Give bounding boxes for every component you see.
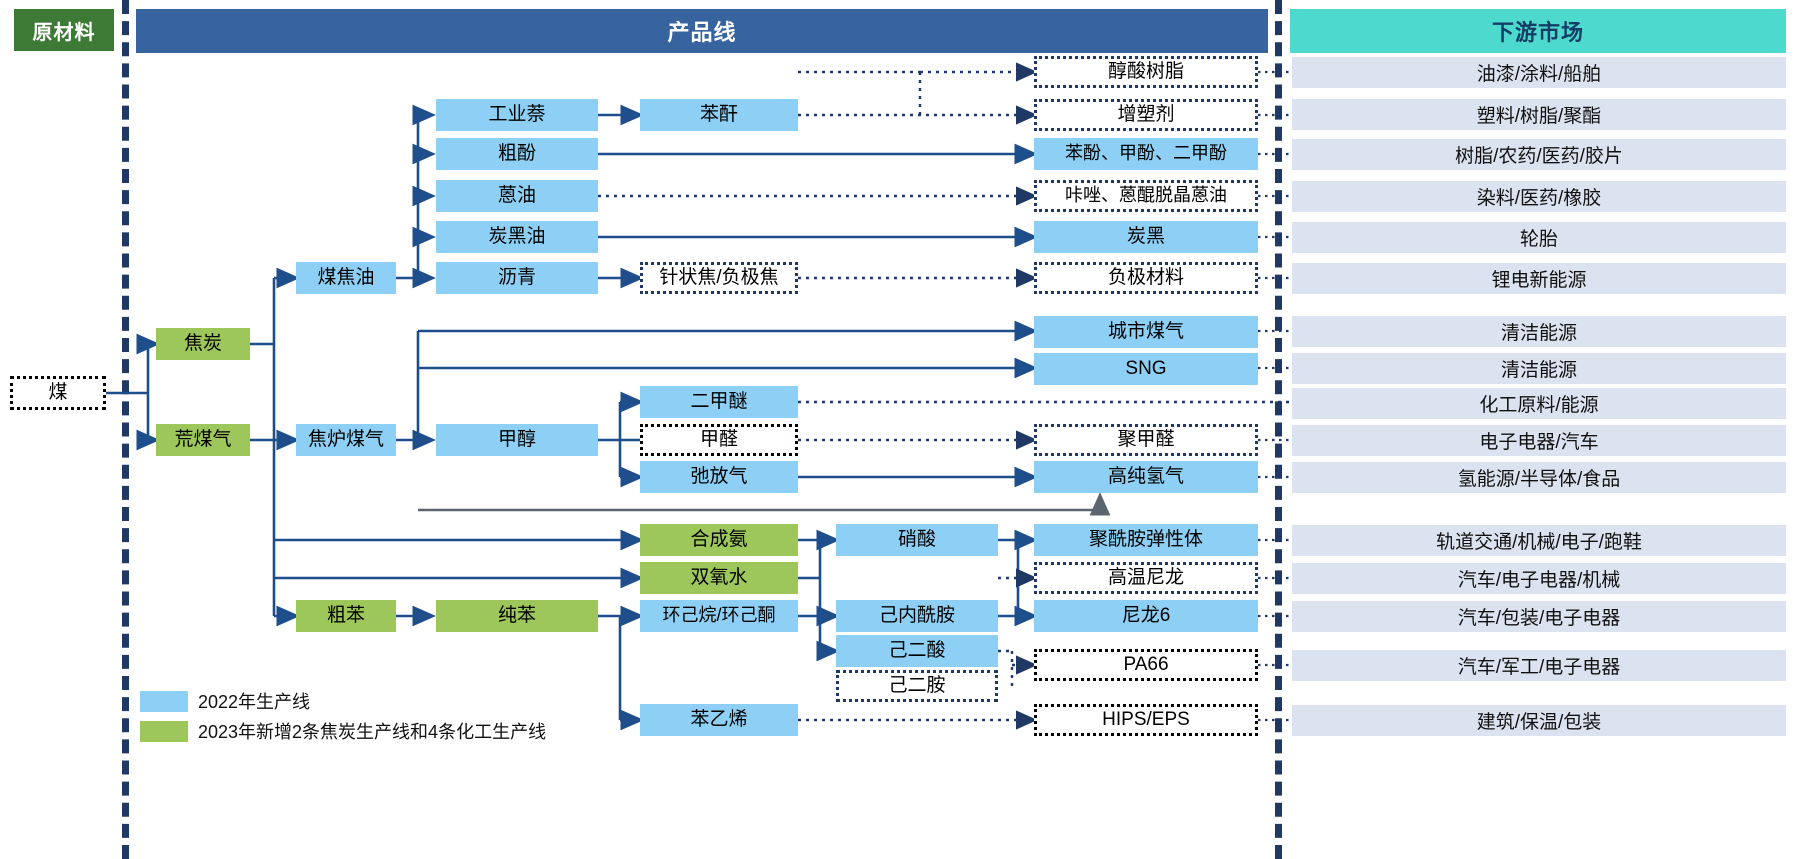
market-row: 汽车/包装/电子电器 <box>1292 601 1786 632</box>
node-caprolactam[interactable]: 己内酰胺 <box>836 600 998 632</box>
legend-swatch-blue <box>140 690 188 712</box>
node-polyoxymethylene[interactable]: 聚甲醛 <box>1034 424 1258 456</box>
legend-label-2022: 2022年生产线 <box>198 692 311 712</box>
legend-item-2023: 2023年新增2条焦炭生产线和4条化工生产线 <box>140 718 546 744</box>
market-row: 清洁能源 <box>1292 316 1786 347</box>
node-cyclohexane-cyclohexanone[interactable]: 环己烷/环己酮 <box>640 600 798 632</box>
market-row: 染料/医药/橡胶 <box>1292 181 1786 212</box>
market-row: 汽车/军工/电子电器 <box>1292 650 1786 681</box>
node-nylon6[interactable]: 尼龙6 <box>1034 600 1258 632</box>
node-anthracene-oil[interactable]: 蒽油 <box>436 180 598 212</box>
market-row: 氢能源/半导体/食品 <box>1292 462 1786 493</box>
node-phenol-cresol-xylenol[interactable]: 苯酚、甲酚、二甲酚 <box>1034 138 1258 170</box>
header-product-line: 产品线 <box>136 9 1268 53</box>
node-dimethyl-ether[interactable]: 二甲醚 <box>640 386 798 418</box>
market-row: 汽车/电子电器/机械 <box>1292 563 1786 594</box>
node-hips-eps[interactable]: HIPS/EPS <box>1034 704 1258 736</box>
node-pure-benzene[interactable]: 纯苯 <box>436 600 598 632</box>
market-row: 塑料/树脂/聚酯 <box>1292 99 1786 130</box>
node-phthalic-anhydride[interactable]: 苯酐 <box>640 99 798 131</box>
node-adipic-acid[interactable]: 己二酸 <box>836 635 998 667</box>
node-high-temperature-nylon[interactable]: 高温尼龙 <box>1034 562 1258 594</box>
node-coal[interactable]: 煤 <box>10 376 106 410</box>
node-city-gas[interactable]: 城市煤气 <box>1034 316 1258 348</box>
node-carbon-black[interactable]: 炭黑 <box>1034 221 1258 253</box>
node-coke-oven-gas[interactable]: 焦炉煤气 <box>296 424 396 456</box>
node-needle-coke[interactable]: 针状焦/负极焦 <box>640 262 798 294</box>
separator-left <box>122 0 129 859</box>
node-crude-benzene[interactable]: 粗苯 <box>296 600 396 632</box>
market-row: 清洁能源 <box>1292 353 1786 384</box>
node-purge-gas[interactable]: 弛放气 <box>640 461 798 493</box>
node-formaldehyde[interactable]: 甲醛 <box>640 424 798 456</box>
node-methanol[interactable]: 甲醇 <box>436 424 598 456</box>
node-hexamethylenediamine[interactable]: 己二胺 <box>836 670 998 702</box>
node-industrial-naphthalene[interactable]: 工业萘 <box>436 99 598 131</box>
node-raw-coke-oven-gas[interactable]: 荒煤气 <box>156 424 250 456</box>
legend-swatch-green <box>140 720 188 742</box>
market-row: 树脂/农药/医药/胶片 <box>1292 139 1786 170</box>
legend: 2022年生产线 2023年新增2条焦炭生产线和4条化工生产线 <box>140 688 546 748</box>
node-hydrogen-peroxide[interactable]: 双氧水 <box>640 562 798 594</box>
node-carbazole-anthraquinone[interactable]: 咔唑、蒽醌脱晶蒽油 <box>1034 180 1258 212</box>
node-sng[interactable]: SNG <box>1034 353 1258 385</box>
market-row: 油漆/涂料/船舶 <box>1292 57 1786 88</box>
node-anode-material[interactable]: 负极材料 <box>1034 262 1258 294</box>
node-polyamide-elastomer[interactable]: 聚酰胺弹性体 <box>1034 524 1258 556</box>
header-raw-material: 原材料 <box>14 9 114 51</box>
separator-right <box>1275 0 1282 859</box>
node-pa66[interactable]: PA66 <box>1034 649 1258 681</box>
market-row: 轨道交通/机械/电子/跑鞋 <box>1292 525 1786 556</box>
market-row: 锂电新能源 <box>1292 263 1786 294</box>
legend-label-2023: 2023年新增2条焦炭生产线和4条化工生产线 <box>198 722 547 742</box>
market-row: 轮胎 <box>1292 222 1786 253</box>
node-coke[interactable]: 焦炭 <box>156 328 250 360</box>
header-downstream-market: 下游市场 <box>1290 9 1786 53</box>
market-row: 建筑/保温/包装 <box>1292 705 1786 736</box>
node-alkyd-resin[interactable]: 醇酸树脂 <box>1034 56 1258 88</box>
node-crude-phenol[interactable]: 粗酚 <box>436 138 598 170</box>
node-carbon-black-oil[interactable]: 炭黑油 <box>436 221 598 253</box>
market-row: 电子电器/汽车 <box>1292 425 1786 456</box>
legend-item-2022: 2022年生产线 <box>140 688 546 714</box>
node-coal-tar[interactable]: 煤焦油 <box>296 262 396 294</box>
node-high-purity-hydrogen[interactable]: 高纯氢气 <box>1034 461 1258 493</box>
node-plasticizer[interactable]: 增塑剂 <box>1034 99 1258 131</box>
node-nitric-acid[interactable]: 硝酸 <box>836 524 998 556</box>
node-synthetic-ammonia[interactable]: 合成氨 <box>640 524 798 556</box>
market-row: 化工原料/能源 <box>1292 388 1786 419</box>
node-styrene[interactable]: 苯乙烯 <box>640 704 798 736</box>
node-pitch[interactable]: 沥青 <box>436 262 598 294</box>
